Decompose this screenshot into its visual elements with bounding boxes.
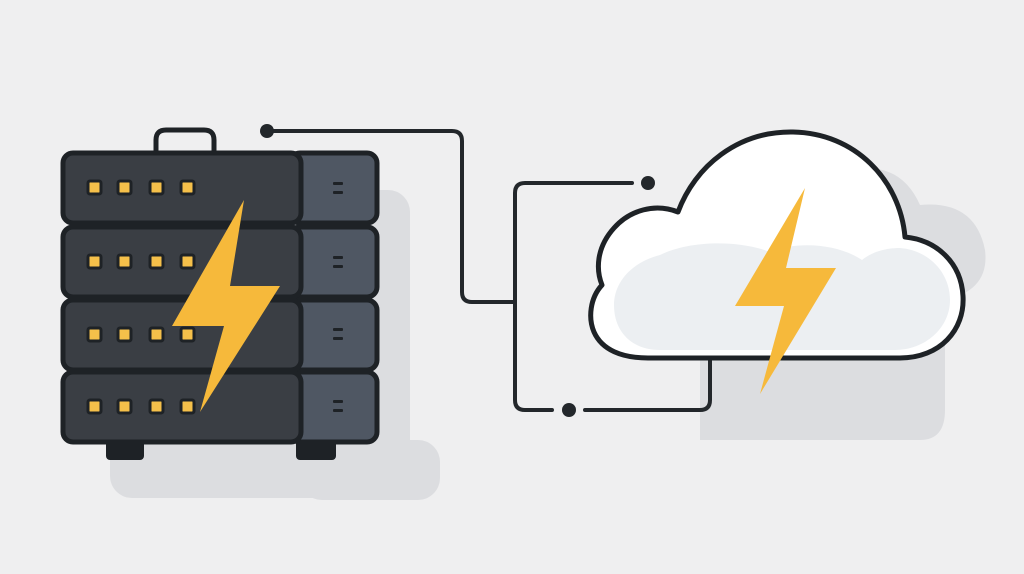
cable-upper xyxy=(266,129,517,304)
slot xyxy=(333,256,343,259)
indicator-light xyxy=(148,253,165,270)
indicator-light xyxy=(116,179,133,196)
cable-endpoint-left xyxy=(260,124,274,138)
slot xyxy=(333,265,343,268)
lightning-bolt-icon xyxy=(735,188,836,394)
indicator-light xyxy=(86,179,103,196)
indicator-light xyxy=(116,398,133,415)
slot xyxy=(333,337,343,340)
indicator-light xyxy=(116,326,133,343)
indicator-light xyxy=(179,326,196,343)
slot xyxy=(333,400,343,403)
slot xyxy=(333,328,343,331)
cable-middle xyxy=(513,181,634,412)
indicator-light xyxy=(86,398,103,415)
server-side-panels xyxy=(287,150,380,445)
server-indicator-lights xyxy=(86,179,196,415)
network-cables xyxy=(266,129,712,412)
indicator-light xyxy=(86,326,103,343)
slot xyxy=(333,409,343,412)
cable-endpoint-cloud xyxy=(641,176,655,190)
slot xyxy=(333,191,343,194)
slot xyxy=(333,182,343,185)
indicator-light xyxy=(179,179,196,196)
indicator-light xyxy=(148,326,165,343)
server-side-slots xyxy=(333,182,343,412)
indicator-light xyxy=(116,253,133,270)
lightning-bolt-icon xyxy=(172,200,280,412)
cable-lower xyxy=(583,356,712,412)
server-handle xyxy=(153,127,217,154)
cloud xyxy=(588,129,966,394)
indicator-light xyxy=(179,398,196,415)
server-rack xyxy=(60,127,380,460)
indicator-light xyxy=(86,253,103,270)
indicator-light xyxy=(179,253,196,270)
cable-endpoint-bottom xyxy=(562,403,576,417)
indicator-light xyxy=(148,179,165,196)
indicator-light xyxy=(148,398,165,415)
